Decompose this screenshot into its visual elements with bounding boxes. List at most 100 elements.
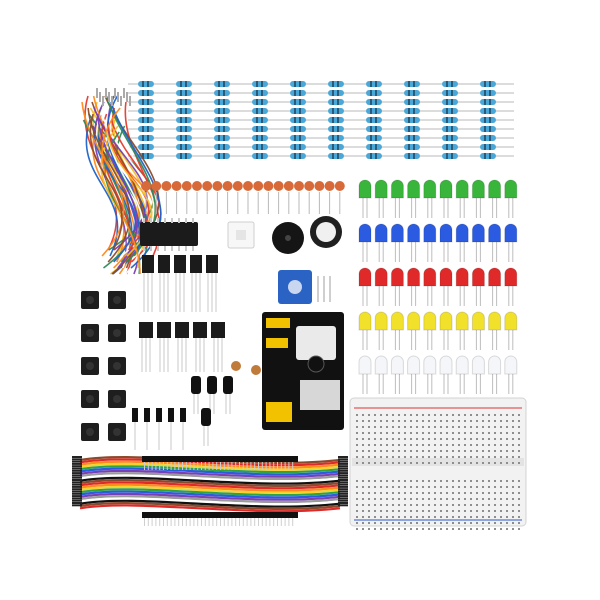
- breadboard-hole: [500, 420, 502, 422]
- breadboard-hole: [482, 438, 484, 440]
- resistor-band: [218, 81, 220, 87]
- resistor: [328, 153, 344, 159]
- resistor-band: [489, 81, 491, 87]
- header-pin: [273, 518, 275, 526]
- breadboard-hole: [512, 522, 514, 524]
- ribbon-connector: [338, 499, 348, 502]
- header-pin: [185, 518, 187, 526]
- ribbon-connector: [72, 467, 82, 470]
- ribbon-connector: [72, 485, 82, 488]
- led: [358, 267, 372, 287]
- pin-header: [142, 512, 298, 518]
- buzzer-label: [316, 222, 336, 242]
- resistor: [366, 90, 382, 96]
- breadboard-hole: [488, 510, 490, 512]
- resistor-band: [489, 126, 491, 132]
- resistor-band: [218, 99, 220, 105]
- breadboard-hole: [440, 528, 442, 530]
- ribbon-connector: [72, 460, 82, 463]
- breadboard-hole: [374, 420, 376, 422]
- resistor: [480, 135, 496, 141]
- breadboard-hole: [386, 438, 388, 440]
- breadboard-hole: [374, 444, 376, 446]
- breadboard-hole: [482, 480, 484, 482]
- resistor: [176, 99, 192, 105]
- resistor-band: [375, 99, 377, 105]
- ceramic-capacitor: [192, 181, 202, 191]
- breadboard-hole: [452, 528, 454, 530]
- breadboard-hole: [488, 456, 490, 458]
- ribbon-wire: [79, 474, 341, 483]
- breadboard-hole: [452, 522, 454, 524]
- header-pin: [170, 518, 172, 526]
- breadboard-hole: [404, 528, 406, 530]
- breadboard-hole: [410, 522, 412, 524]
- resistor: [328, 108, 344, 114]
- resistor: [252, 144, 268, 150]
- breadboard-hole: [404, 438, 406, 440]
- breadboard-hole: [368, 426, 370, 428]
- breadboard-hole: [470, 426, 472, 428]
- breadboard-hole: [428, 426, 430, 428]
- resistor-band: [370, 117, 372, 123]
- breadboard-hole: [506, 522, 508, 524]
- ic-pin: [185, 246, 187, 251]
- breadboard-hole: [482, 414, 484, 416]
- resistor-band: [337, 117, 339, 123]
- header-pin: [254, 462, 256, 470]
- breadboard-hole: [446, 420, 448, 422]
- breadboard-hole: [518, 516, 520, 518]
- ribbon-connector: [338, 476, 348, 479]
- resistor: [404, 90, 420, 96]
- resistor: [138, 90, 154, 96]
- ribbon-connector: [338, 474, 348, 477]
- ribbon-wire: [79, 458, 341, 467]
- breadboard-hole: [380, 414, 382, 416]
- ceramic-capacitor: [263, 181, 274, 191]
- ribbon-connector: [72, 481, 82, 484]
- breadboard-hole: [362, 492, 364, 494]
- breadboard-hole: [422, 486, 424, 488]
- resistor-band: [408, 135, 410, 141]
- breadboard-hole: [500, 510, 502, 512]
- breadboard-hole: [458, 438, 460, 440]
- breadboard-hole: [356, 480, 358, 482]
- breadboard-hole: [398, 456, 400, 458]
- breadboard-hole: [512, 414, 514, 416]
- resistor: [366, 153, 382, 159]
- resistor: [214, 153, 230, 159]
- breadboard-hole: [374, 438, 376, 440]
- led-grid: [358, 179, 518, 394]
- breadboard-hole: [404, 486, 406, 488]
- header-pin: [235, 518, 237, 526]
- breadboard-hole: [362, 498, 364, 500]
- breadboard-hole: [410, 462, 412, 464]
- ceramic-capacitor: [253, 181, 264, 191]
- wire-pin: [105, 88, 107, 98]
- ceramic-capacitor: [202, 181, 213, 191]
- ribbon-wire: [79, 495, 341, 504]
- breadboard-hole: [452, 444, 454, 446]
- breadboard-hole: [416, 414, 418, 416]
- breadboard-hole: [362, 516, 364, 518]
- breadboard-hole: [416, 522, 418, 524]
- ribbon-connector: [72, 465, 82, 468]
- resistor-band: [223, 153, 225, 159]
- breadboard-hole: [446, 432, 448, 434]
- breadboard-hole: [434, 462, 436, 464]
- led: [358, 223, 372, 243]
- breadboard-hole: [452, 492, 454, 494]
- resistor-band: [294, 144, 296, 150]
- resistor-band: [223, 99, 225, 105]
- breadboard-hole: [464, 528, 466, 530]
- breadboard-hole: [506, 420, 508, 422]
- breadboard-hole: [428, 498, 430, 500]
- breadboard-hole: [404, 432, 406, 434]
- ribbon-connector: [338, 462, 348, 465]
- led: [471, 311, 485, 331]
- breadboard-hole: [494, 510, 496, 512]
- resistor-band: [375, 144, 377, 150]
- breadboard-hole: [470, 450, 472, 452]
- breadboard-hole: [512, 486, 514, 488]
- header-pin: [277, 462, 278, 470]
